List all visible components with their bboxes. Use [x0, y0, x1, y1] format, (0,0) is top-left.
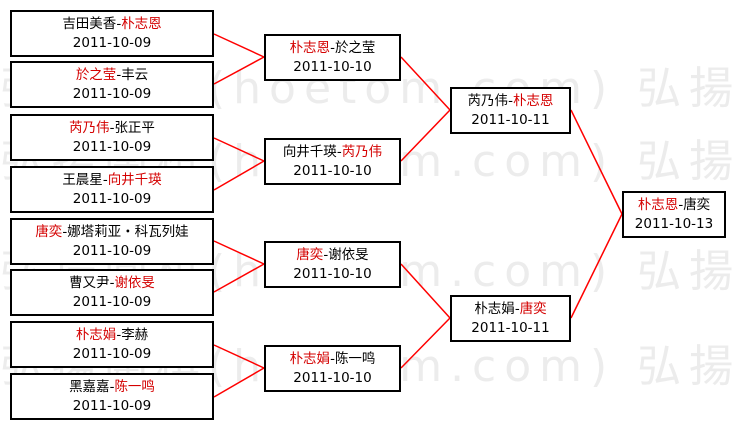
player-name: 向井千瑛 — [282, 144, 337, 160]
match-box: 芮乃伟-朴志恩 2011-10-11 — [450, 87, 571, 134]
match-box: 王晨星-向井千瑛 2011-10-09 — [10, 166, 214, 213]
player-name: 朴志娟 — [75, 327, 117, 343]
player-name: 陈一鸣 — [114, 379, 155, 395]
connector-line — [213, 56, 265, 85]
connector-line — [400, 56, 451, 111]
player-name: 朴志恩 — [637, 197, 679, 213]
match-players: 於之莹-丰云 — [75, 67, 149, 83]
match-players: 向井千瑛-芮乃伟 — [282, 144, 383, 160]
player-name: 陈一鸣 — [334, 351, 376, 367]
player-name: 娜塔莉亚・科瓦列娃 — [67, 224, 189, 240]
match-box: 向井千瑛-芮乃伟 2011-10-10 — [264, 138, 401, 185]
player-name: 谢依旻 — [328, 247, 369, 263]
match-date: 2011-10-09 — [72, 86, 152, 102]
match-date: 2011-10-09 — [72, 398, 152, 414]
connector-line — [213, 160, 265, 191]
match-date: 2011-10-10 — [293, 59, 372, 75]
match-players: 朴志娟-陈一鸣 — [289, 351, 376, 367]
connector-line — [400, 109, 451, 162]
player-name: 於之莹 — [334, 40, 376, 56]
player-name: 曹又尹 — [69, 275, 110, 291]
match-box: 吉田美香-朴志恩 2011-10-09 — [10, 10, 214, 57]
connector-line — [213, 137, 265, 162]
match-date: 2011-10-11 — [471, 112, 550, 128]
match-box: 唐奕-谢依旻 2011-10-10 — [264, 241, 401, 288]
match-players: 朴志恩-唐奕 — [637, 197, 711, 213]
connector-line — [570, 213, 623, 319]
match-box: 朴志恩-唐奕 2011-10-13 — [622, 191, 726, 238]
connector-line — [213, 33, 265, 58]
player-name: 谢依旻 — [114, 275, 155, 291]
match-players: 唐奕-娜塔莉亚・科瓦列娃 — [35, 224, 189, 240]
match-box: 曹又尹-谢依旻 2011-10-09 — [10, 269, 214, 316]
match-date: 2011-10-09 — [72, 191, 152, 207]
connector-line — [570, 109, 623, 215]
player-name: 唐奕 — [519, 301, 547, 317]
player-name: 王晨星 — [62, 172, 103, 188]
player-name: 张正平 — [114, 120, 155, 136]
match-players: 王晨星-向井千瑛 — [62, 172, 162, 188]
match-players: 朴志恩-於之莹 — [289, 40, 376, 56]
player-name: 向井千瑛 — [107, 172, 162, 188]
match-box: 朴志娟-陈一鸣 2011-10-10 — [264, 345, 401, 392]
player-name: 芮乃伟 — [69, 120, 110, 136]
player-name: 朴志娟 — [289, 351, 331, 367]
match-players: 朴志娟-唐奕 — [474, 301, 547, 317]
player-name: 於之莹 — [75, 67, 117, 83]
match-date: 2011-10-09 — [72, 139, 152, 155]
match-players: 朴志娟-李赫 — [75, 327, 149, 343]
match-date: 2011-10-10 — [293, 266, 372, 282]
match-box: 朴志娟-李赫 2011-10-09 — [10, 321, 214, 368]
match-box: 芮乃伟-张正平 2011-10-09 — [10, 114, 214, 161]
match-date: 2011-10-09 — [72, 243, 152, 259]
match-box: 黑嘉嘉-陈一鸣 2011-10-09 — [10, 373, 214, 420]
connector-line — [213, 263, 265, 293]
player-name: 朴志娟 — [474, 301, 515, 317]
match-date: 2011-10-11 — [471, 320, 550, 336]
match-players: 曹又尹-谢依旻 — [69, 275, 155, 291]
player-name: 芮乃伟 — [467, 93, 509, 109]
match-date: 2011-10-09 — [72, 346, 152, 362]
match-box: 朴志娟-唐奕 2011-10-11 — [450, 295, 571, 342]
match-date: 2011-10-09 — [72, 35, 152, 51]
match-date: 2011-10-10 — [293, 163, 372, 179]
connector-line — [400, 317, 451, 369]
match-date: 2011-10-09 — [72, 294, 152, 310]
match-date: 2011-10-13 — [634, 216, 714, 232]
match-date: 2011-10-10 — [293, 370, 372, 386]
player-name: 唐奕 — [683, 197, 711, 213]
player-name: 芮乃伟 — [341, 144, 383, 160]
connector-line — [213, 367, 265, 398]
match-box: 唐奕-娜塔莉亚・科瓦列娃 2011-10-09 — [10, 218, 214, 265]
connector-line — [213, 344, 265, 369]
match-players: 芮乃伟-朴志恩 — [467, 93, 554, 109]
player-name: 唐奕 — [296, 247, 324, 263]
match-players: 芮乃伟-张正平 — [69, 120, 155, 136]
connector-line — [213, 240, 265, 265]
player-name: 黑嘉嘉 — [69, 379, 110, 395]
match-box: 朴志恩-於之莹 2011-10-10 — [264, 34, 401, 81]
player-name: 李赫 — [121, 327, 149, 343]
player-name: 唐奕 — [35, 224, 63, 240]
match-players: 黑嘉嘉-陈一鸣 — [69, 379, 155, 395]
match-players: 唐奕-谢依旻 — [296, 247, 369, 263]
player-name: 丰云 — [121, 67, 149, 83]
player-name: 吉田美香 — [62, 16, 117, 32]
player-name: 朴志恩 — [512, 93, 554, 109]
player-name: 朴志恩 — [289, 40, 331, 56]
player-name: 朴志恩 — [121, 16, 162, 32]
connector-line — [400, 263, 451, 319]
match-box: 於之莹-丰云 2011-10-09 — [10, 61, 214, 108]
match-players: 吉田美香-朴志恩 — [62, 16, 162, 32]
